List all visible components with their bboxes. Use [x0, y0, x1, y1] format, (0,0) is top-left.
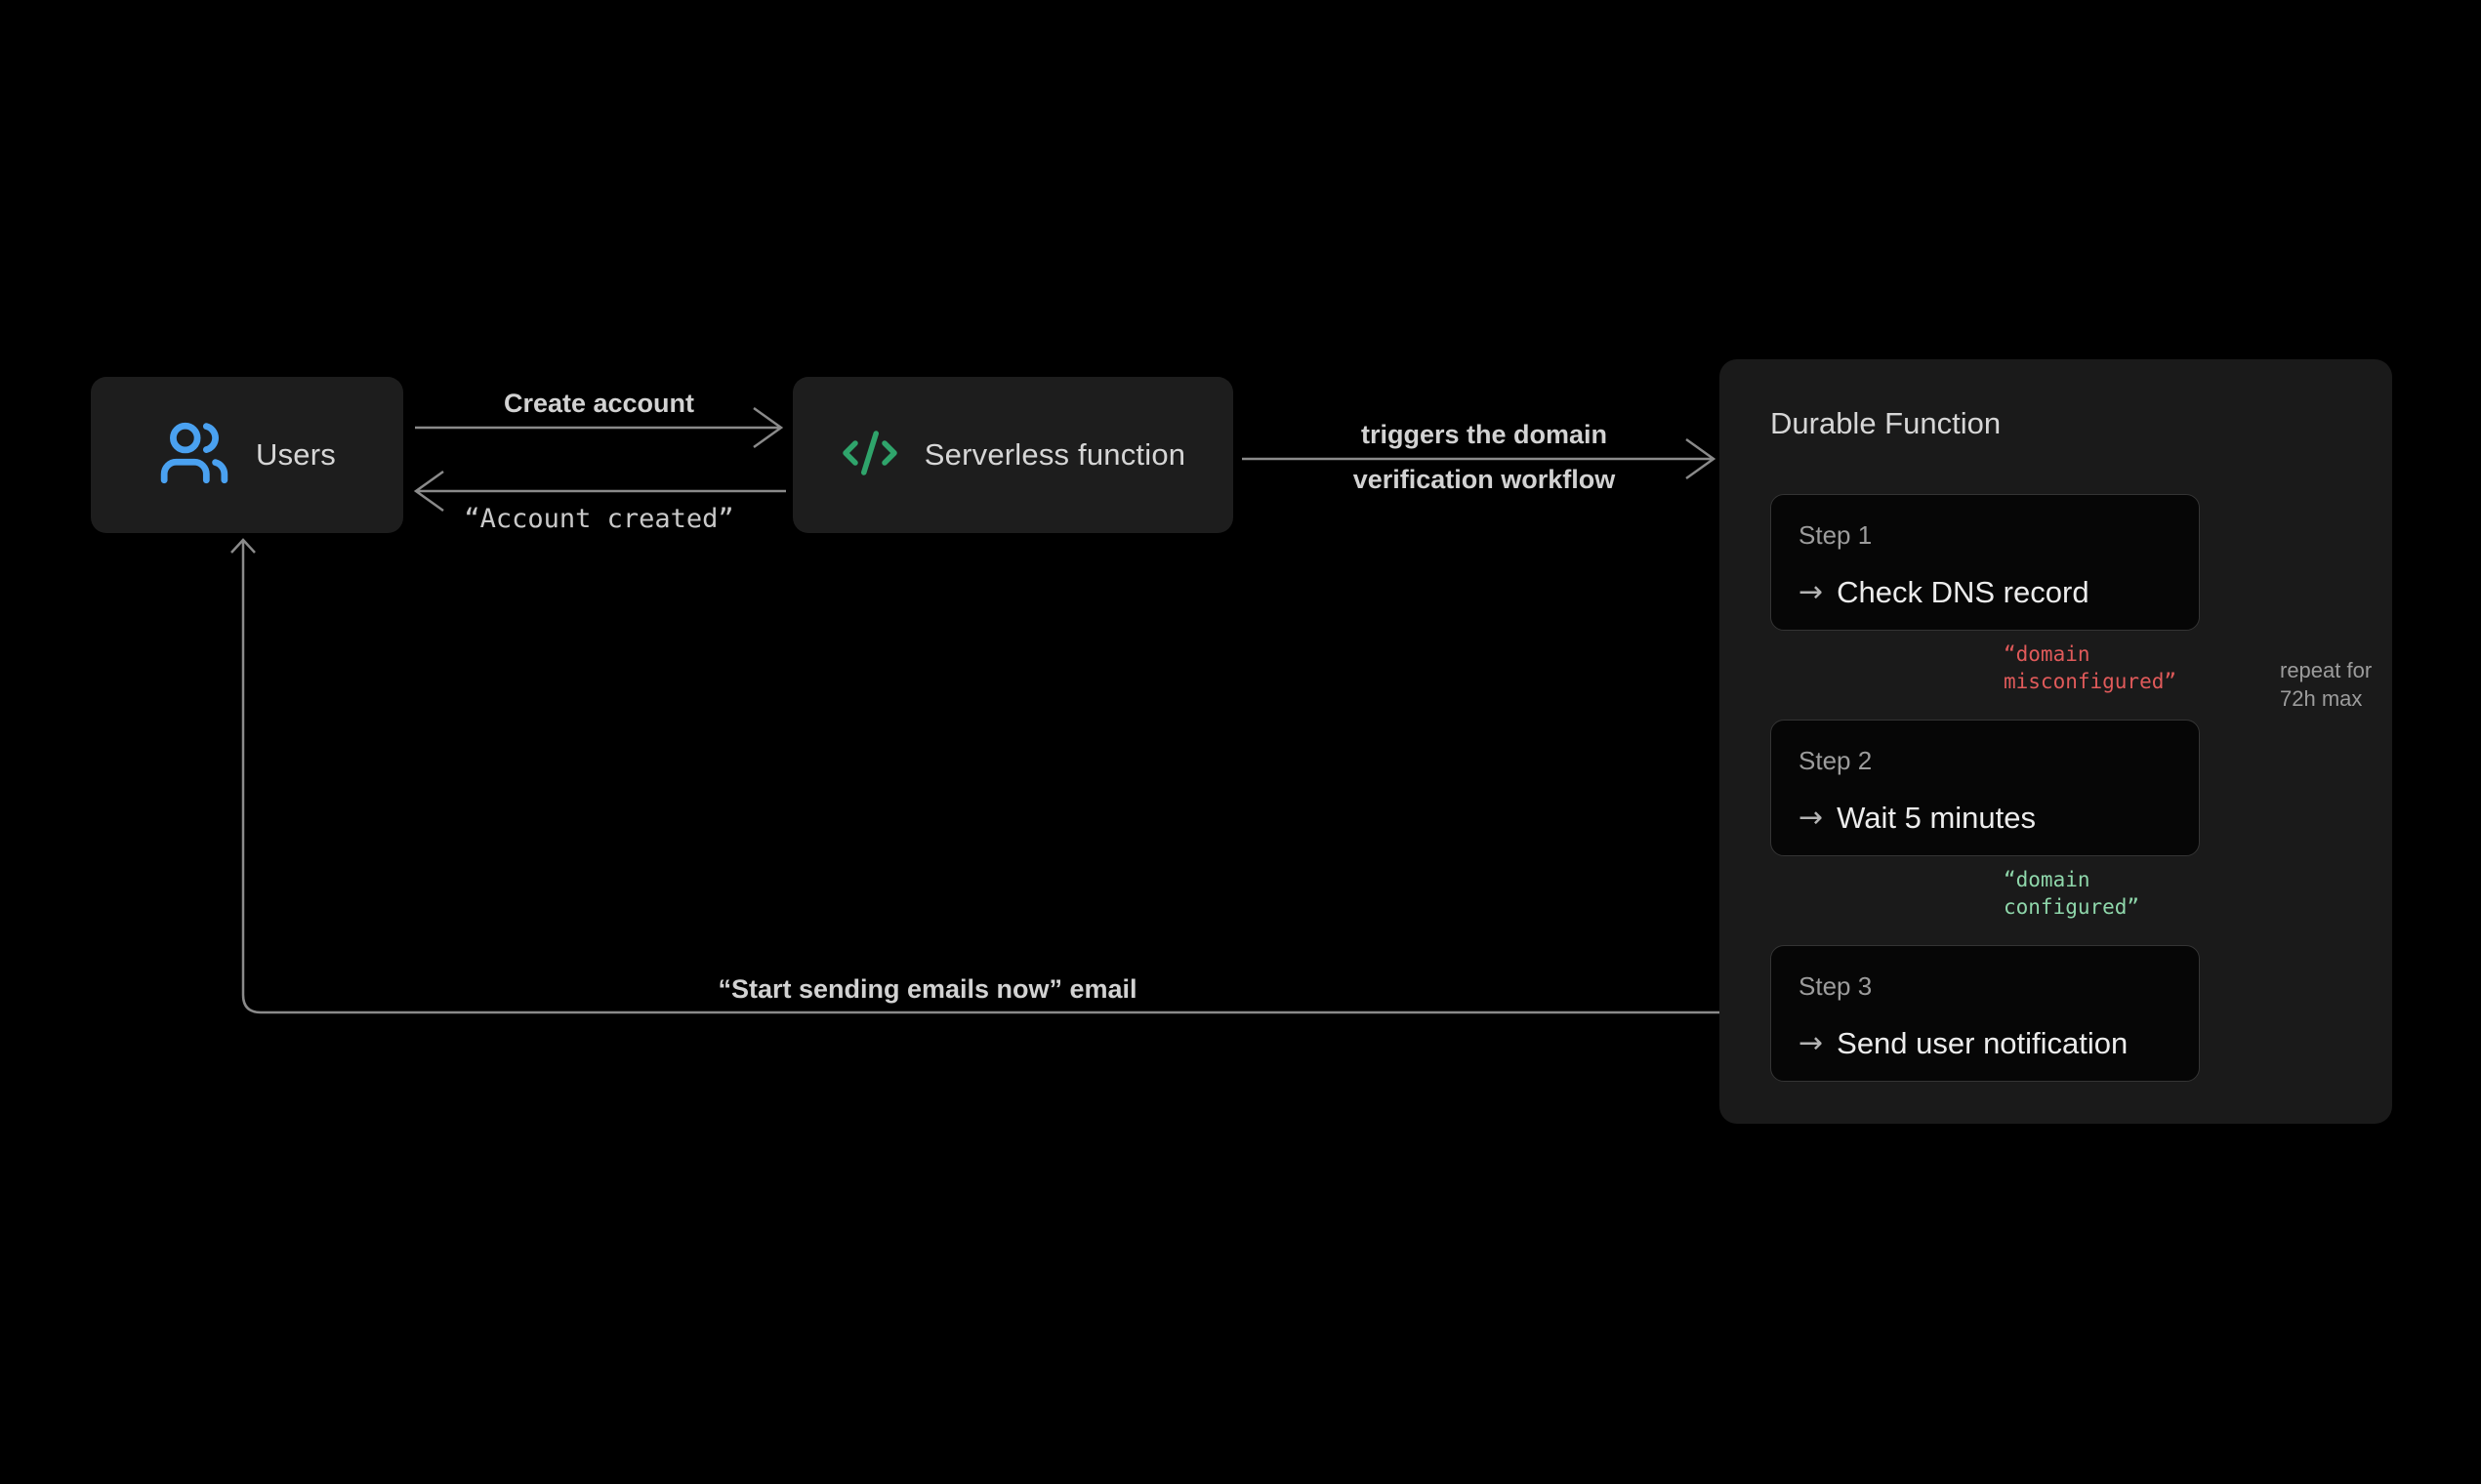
- repeat-label-line2: 72h max: [2280, 686, 2363, 711]
- arrow-right-icon: →: [1799, 1026, 1824, 1060]
- step-3-action-text: Send user notification: [1837, 1026, 2129, 1060]
- code-icon: [841, 424, 899, 487]
- configured-line1: “domain: [2004, 868, 2090, 891]
- step-1-label: Step 1: [1799, 520, 1873, 550]
- create-account-label: Create account: [503, 389, 695, 418]
- step-1-box: Step 1 → Check DNS record: [1770, 494, 2200, 631]
- misconfigured-line1: “domain: [2004, 642, 2090, 666]
- repeat-label: repeat for 72h max: [2280, 656, 2372, 713]
- configured-line2: configured”: [2004, 895, 2140, 919]
- step-1-action: → Check DNS record: [1799, 573, 2171, 612]
- misconfigured-line2: misconfigured”: [2004, 670, 2177, 693]
- send-email-label: “Start sending emails now” email: [718, 974, 1137, 1004]
- serverless-node-label: Serverless function: [924, 437, 1186, 472]
- arrow-right-icon: →: [1799, 801, 1824, 835]
- domain-configured-label: “domain configured”: [2004, 866, 2139, 921]
- step-3-action: → Send user notification: [1799, 1024, 2171, 1063]
- users-icon: [158, 417, 230, 494]
- step-3-label: Step 3: [1799, 971, 1873, 1001]
- send-email-return-arrow: [230, 538, 1770, 1014]
- step-2-action: → Wait 5 minutes: [1799, 799, 2171, 838]
- triggers-label-line1: triggers the domain: [1360, 420, 1608, 449]
- triggers-label-line2: verification workflow: [1352, 465, 1616, 494]
- step-2-action-text: Wait 5 minutes: [1837, 801, 2037, 835]
- users-node: Users: [91, 377, 403, 533]
- repeat-label-line1: repeat for: [2280, 658, 2373, 682]
- panel-title: Durable Function: [1770, 406, 2002, 440]
- step-2-label: Step 2: [1799, 746, 1873, 775]
- domain-misconfigured-label: “domain misconfigured”: [2004, 640, 2176, 695]
- users-node-label: Users: [256, 437, 336, 472]
- step-1-action-text: Check DNS record: [1837, 575, 2089, 609]
- step-2-box: Step 2 → Wait 5 minutes: [1770, 720, 2200, 856]
- account-created-label: “Account created”: [464, 504, 734, 534]
- step-3-box: Step 3 → Send user notification: [1770, 945, 2200, 1082]
- serverless-function-node: Serverless function: [793, 377, 1233, 533]
- durable-function-panel: Durable Function Step 1 → Check DNS reco…: [1719, 359, 2392, 1124]
- arrow-right-icon: →: [1799, 575, 1824, 609]
